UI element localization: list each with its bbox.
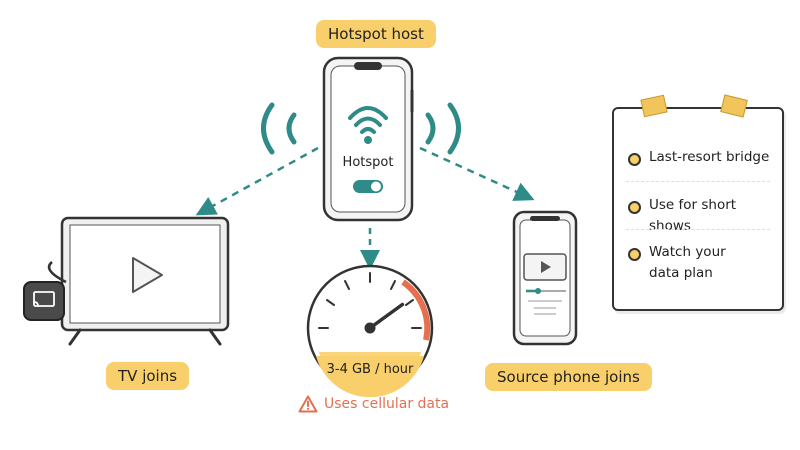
bullet-dot [628, 153, 641, 166]
cellular-data-warning: Uses cellular data [298, 395, 449, 413]
cast-icon [33, 291, 55, 307]
wifi-icon [348, 106, 388, 134]
tv-joins-label: TV joins [106, 362, 190, 390]
tape-left [640, 94, 668, 118]
cast-dongle [23, 281, 65, 321]
gauge-needle [368, 302, 405, 330]
tips-note: Last-resort bridge Use for short shows W… [612, 94, 784, 311]
gauge-high-zone [401, 279, 431, 341]
note-item: Last-resort bridge [628, 147, 774, 168]
note-divider [626, 181, 770, 182]
hotspot-toggle[interactable] [353, 180, 383, 193]
bullet-dot [628, 201, 641, 214]
note-item-text: Use for short shows [649, 197, 737, 234]
data-usage-gauge: 3-4 GB / hour [306, 264, 434, 398]
video-play-icon [541, 261, 551, 273]
play-icon [132, 257, 163, 293]
video-progress-knob[interactable] [535, 288, 541, 294]
note-item: Use for short shows [628, 195, 774, 237]
tv [23, 216, 230, 346]
host-phone-screen-label: Hotspot [343, 155, 394, 170]
gauge-ticks [318, 272, 422, 329]
host-phone: Hotspot [322, 56, 414, 222]
note-item-text: Watch your data plan [649, 244, 726, 281]
source-phone [512, 210, 578, 346]
arrow-to-phone [419, 146, 535, 201]
note-divider [626, 229, 770, 230]
arrow-to-tv [195, 146, 319, 216]
gauge-readout: 3-4 GB / hour [327, 362, 414, 377]
warning-text: Uses cellular data [324, 396, 450, 412]
bullet-dot [628, 248, 641, 261]
source-phone-joins-label: Source phone joins [485, 363, 652, 391]
warning-triangle-icon [298, 395, 318, 413]
signal-waves-left-icon [261, 102, 297, 155]
signal-waves-right-icon [425, 102, 461, 155]
wifi-dot-icon [364, 136, 372, 144]
note-item: Watch your data plan [628, 242, 748, 284]
note-item-text: Last-resort bridge [649, 149, 770, 165]
hotspot-host-label: Hotspot host [316, 20, 436, 48]
